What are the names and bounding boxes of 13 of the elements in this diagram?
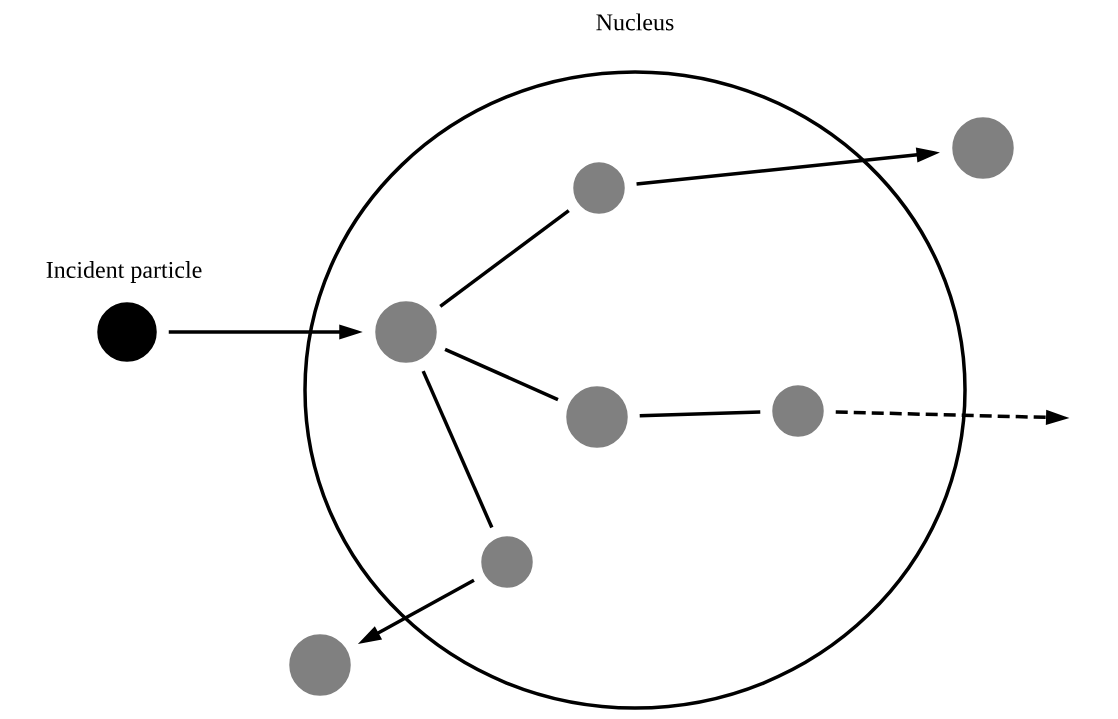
particle-label: Incident particle [46, 261, 202, 283]
line [444, 347, 559, 402]
line [439, 209, 570, 308]
particle [566, 386, 628, 448]
particle [573, 162, 625, 214]
particle [289, 634, 351, 696]
heading: Nucleus [596, 13, 674, 31]
line [639, 410, 761, 418]
particle [375, 301, 437, 363]
particle [481, 536, 533, 588]
line [421, 370, 494, 529]
particle [952, 117, 1014, 179]
particle [772, 385, 824, 437]
